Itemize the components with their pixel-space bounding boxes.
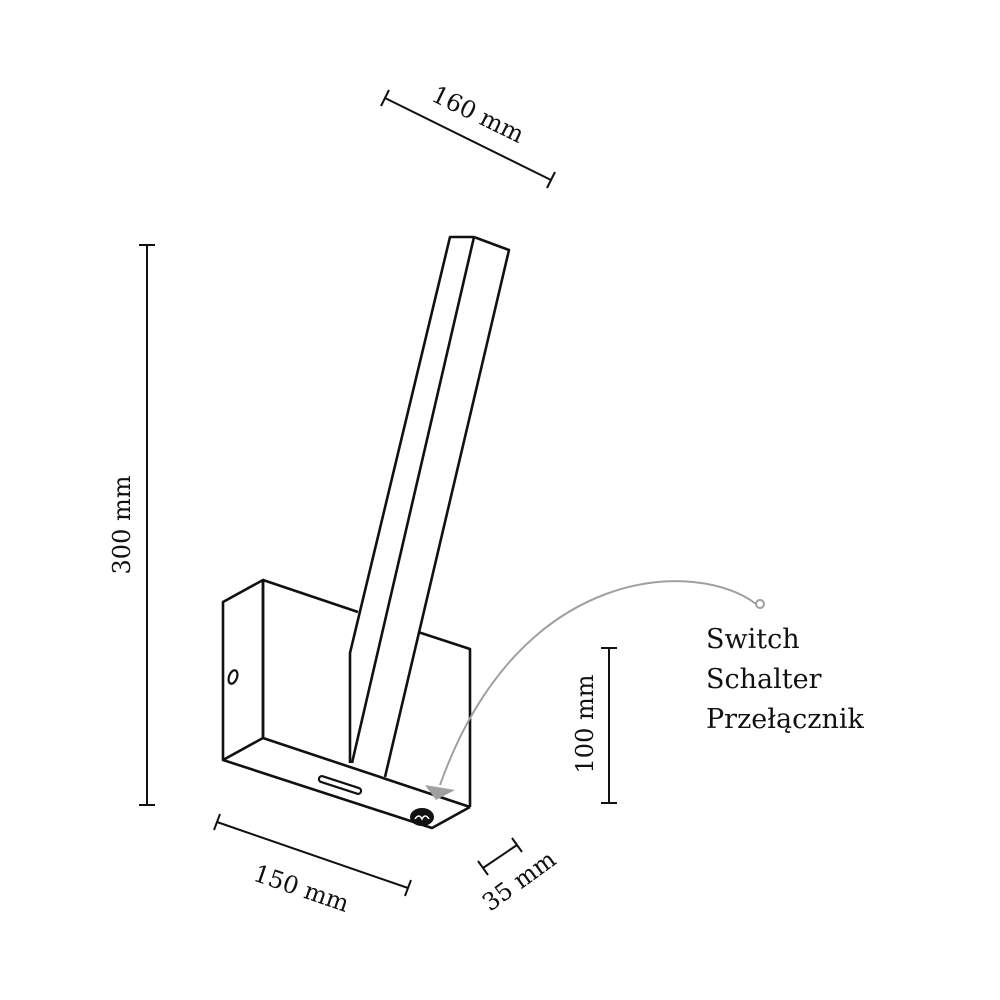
dimension-base-width: 150 mm <box>213 813 412 918</box>
dimension-bar-length: 160 mm <box>380 80 556 189</box>
label-switch-en: Switch <box>706 624 800 655</box>
switch-icon <box>410 808 434 826</box>
dimension-base-height: 100 mm <box>571 647 617 804</box>
switch-callout-arrow <box>425 580 765 800</box>
lamp-base <box>221 578 472 830</box>
base-slot <box>317 775 363 795</box>
svg-text:100 mm: 100 mm <box>571 674 599 773</box>
label-switch-de: Schalter <box>706 664 822 695</box>
label-switch-pl: Przełącznik <box>706 704 864 735</box>
svg-text:150 mm: 150 mm <box>250 859 353 918</box>
svg-text:300 mm: 300 mm <box>108 475 136 574</box>
svg-text:160 mm: 160 mm <box>427 80 528 149</box>
screw-hole-icon <box>227 669 239 685</box>
dimension-base-depth: 35 mm <box>477 837 561 917</box>
dimension-height: 300 mm <box>108 244 155 806</box>
lamp-light-bar <box>348 235 511 778</box>
svg-text:35 mm: 35 mm <box>477 845 561 917</box>
